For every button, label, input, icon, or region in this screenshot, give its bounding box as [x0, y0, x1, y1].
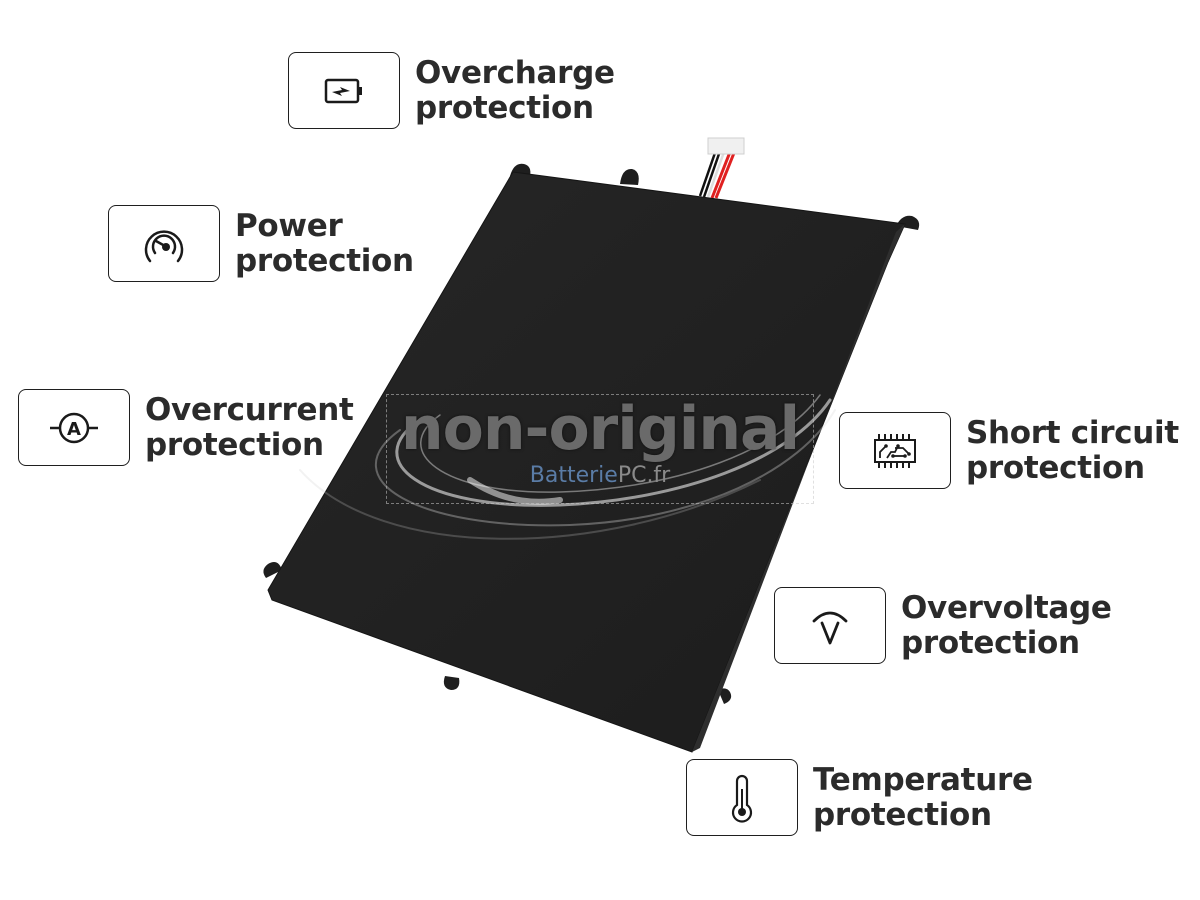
watermark: non-original BatteriePC.fr: [386, 394, 814, 504]
mounting-tabs: [263, 163, 920, 704]
watermark-brand: BatteriePC.fr: [529, 463, 671, 488]
svg-text:A: A: [67, 419, 81, 440]
feature-label: Overcharge protection: [415, 54, 615, 126]
voltmeter-icon: [812, 611, 848, 644]
feature-overcurrent: A Overcurrent protection: [18, 389, 354, 466]
thermometer-icon: [731, 774, 753, 823]
icon-box: [288, 52, 400, 129]
feature-label: Short circuit protection: [966, 414, 1179, 486]
connector-wires: [698, 137, 745, 199]
icon-box: [839, 412, 951, 489]
icon-box: A: [18, 389, 130, 466]
icon-box: [774, 587, 886, 664]
feature-label: Power protection: [235, 207, 414, 279]
gauge-icon: [144, 230, 184, 262]
watermark-text: non-original: [400, 394, 800, 464]
feature-label: Overvoltage protection: [901, 589, 1112, 661]
icon-box: [108, 205, 220, 282]
ammeter-icon: A: [50, 412, 98, 443]
feature-label: Temperature protection: [813, 761, 1033, 833]
circuit-chip-icon: [874, 433, 916, 468]
feature-overvoltage: Overvoltage protection: [774, 587, 1112, 664]
feature-short-circuit: Short circuit protection: [839, 412, 1179, 489]
feature-temperature: Temperature protection: [686, 759, 1033, 836]
icon-box: [686, 759, 798, 836]
feature-power: Power protection: [108, 205, 414, 282]
battery-charging-icon: [324, 78, 362, 103]
feature-label: Overcurrent protection: [145, 391, 354, 463]
feature-overcharge: Overcharge protection: [288, 52, 615, 129]
